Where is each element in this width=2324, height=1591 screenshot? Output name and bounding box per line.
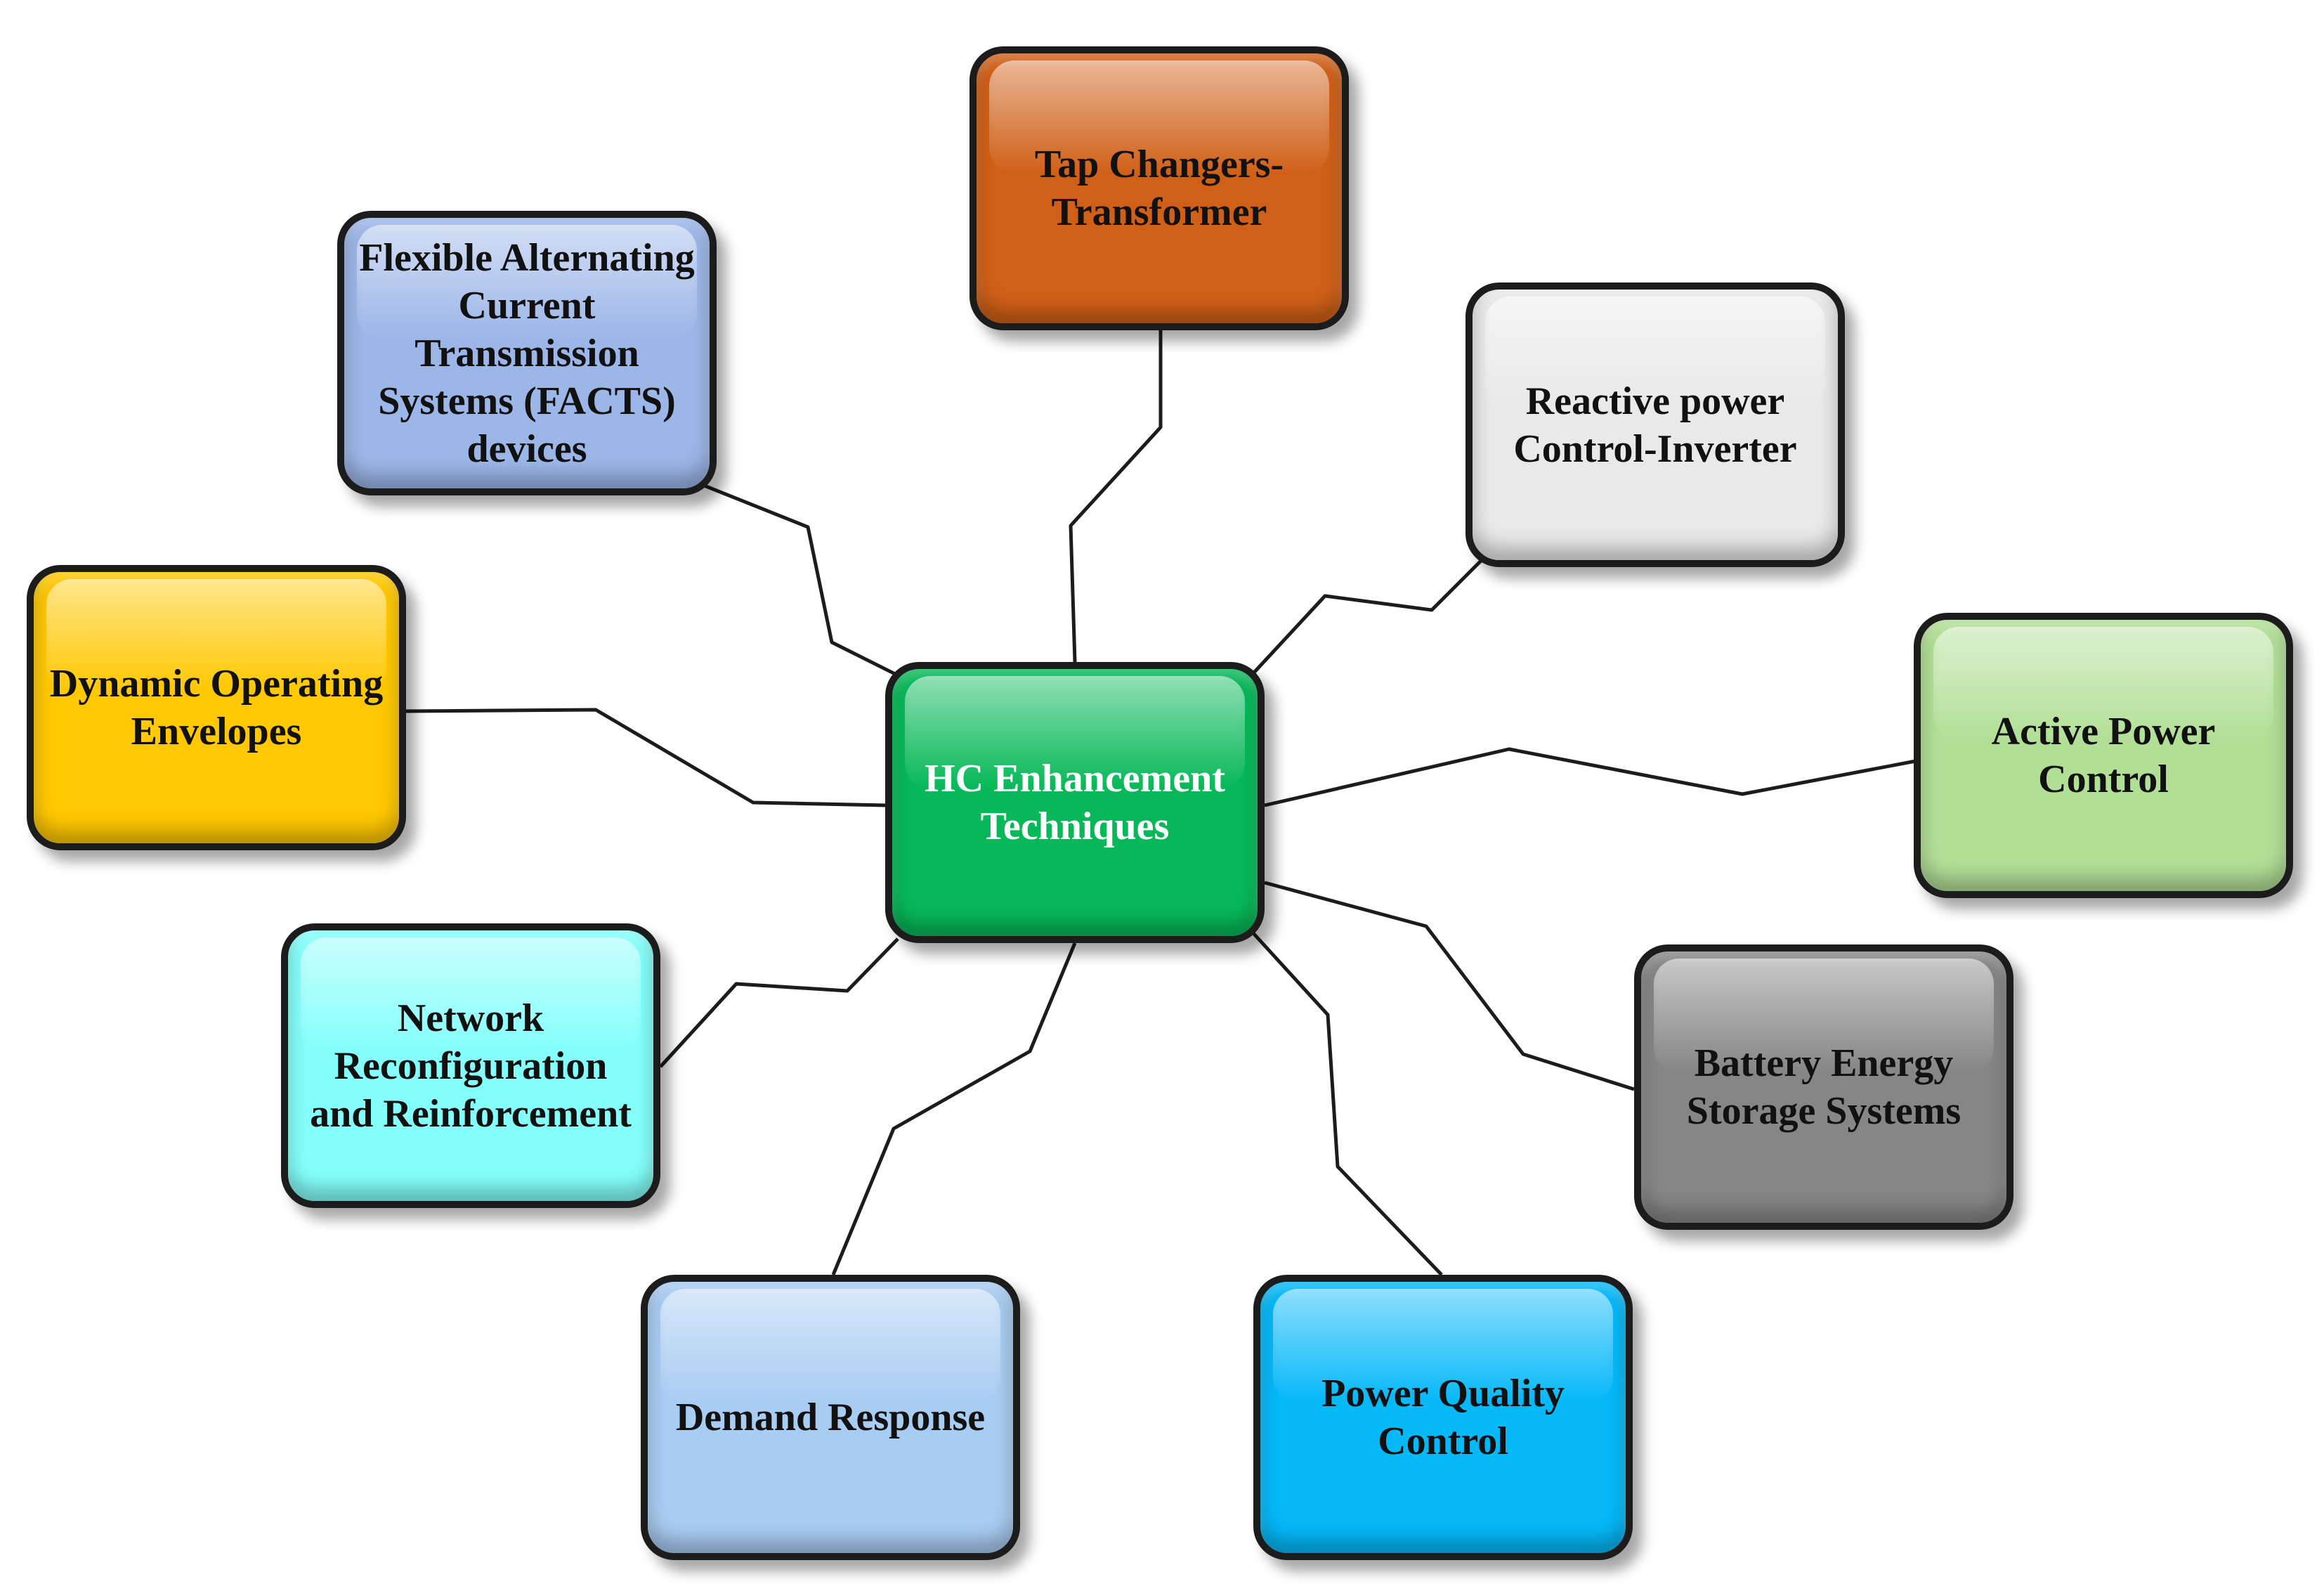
node-active-power-control: Active Power Control — [1914, 613, 2293, 898]
node-power-quality-control: Power Quality Control — [1253, 1275, 1633, 1560]
connector-reactive — [1252, 558, 1484, 675]
node-facts-devices: Flexible Alternating Current Transmissio… — [337, 211, 717, 495]
node-battery-energy-storage: Battery Energy Storage Systems — [1634, 944, 2013, 1230]
node-active-power-control-label: Active Power Control — [1991, 710, 2216, 801]
node-tap-changers-label: Tap Changers- Transformer — [1034, 143, 1284, 234]
connector-network — [659, 937, 899, 1068]
node-dynamic-operating-envelopes-label: Dynamic Operating Envelopes — [49, 662, 384, 753]
node-battery-energy-storage-label: Battery Energy Storage Systems — [1686, 1041, 1961, 1133]
node-demand-response-label: Demand Response — [675, 1396, 986, 1439]
node-power-quality-control-label: Power Quality Control — [1321, 1372, 1565, 1463]
node-facts-devices-label: Flexible Alternating Current Transmissio… — [359, 235, 695, 471]
center-node-label: HC Enhancement Techniques — [925, 757, 1225, 848]
node-reactive-power-control: Reactive power Control-Inverter — [1465, 283, 1845, 567]
connector-bess — [1264, 881, 1635, 1091]
node-demand-response: Demand Response — [641, 1275, 1020, 1560]
node-network-reconfiguration-label: Network Reconfiguration and Reinforcemen… — [310, 996, 632, 1136]
node-tap-changers: Tap Changers- Transformer — [970, 46, 1349, 330]
node-network-reconfiguration: Network Reconfiguration and Reinforcemen… — [281, 923, 660, 1208]
connector-tap — [1069, 330, 1163, 663]
node-dynamic-operating-envelopes: Dynamic Operating Envelopes — [27, 565, 406, 850]
connector-demand — [831, 942, 1077, 1275]
connector-pq — [1252, 932, 1443, 1276]
connector-doe — [405, 708, 887, 807]
center-node-hc-enhancement: HC Enhancement Techniques — [885, 662, 1265, 943]
connector-facts — [702, 483, 898, 677]
node-reactive-power-control-label: Reactive power Control-Inverter — [1513, 379, 1797, 471]
connector-active — [1264, 747, 1920, 807]
